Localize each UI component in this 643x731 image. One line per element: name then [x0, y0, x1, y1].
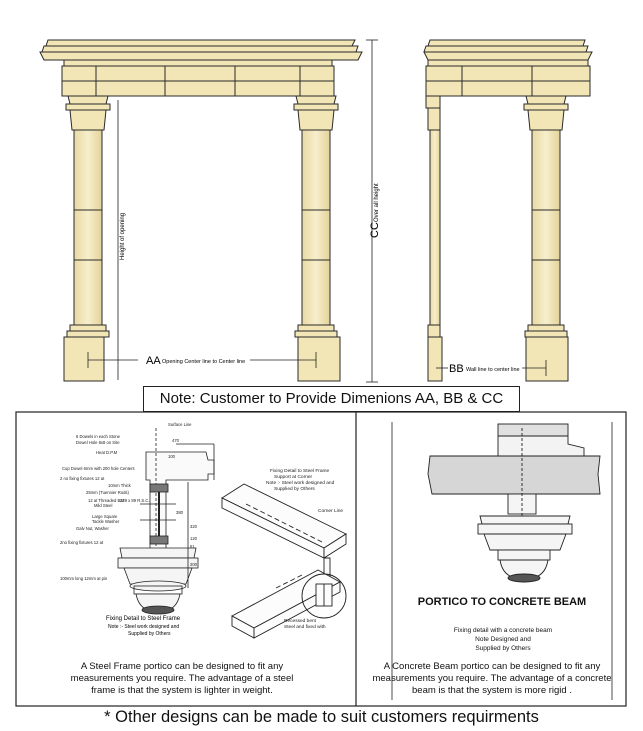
label-fixing-2: 2no fixing fixtures 12 at — [60, 540, 104, 545]
concrete-title: PORTICO TO CONCRETE BEAM — [417, 596, 587, 608]
label-dowels: 6 Dowels in each Stone — [76, 434, 121, 439]
dim-120: 120 — [190, 536, 198, 541]
aa-label: AA — [146, 355, 161, 367]
side-right-column — [523, 95, 569, 382]
dim-470: 470 — [172, 438, 180, 443]
dim-320: 320 — [190, 524, 198, 529]
concrete-desc-line3: beam is that the system is more rigid . — [412, 685, 572, 696]
side-left-column — [425, 95, 443, 382]
fix-note-line2: Supplied by Others — [128, 631, 171, 637]
steel-desc-line2: measurements you require. The advantage … — [70, 673, 294, 684]
steel-labels: Surface Line 6 Dowels in each Stone Dowe… — [60, 422, 198, 581]
side-elevation — [423, 39, 593, 382]
bracket-label-1: Recessed bent — [284, 618, 317, 624]
corner-note-1: Note :- Steel work designed and — [266, 480, 335, 486]
steel-description: A Steel Frame portico can be designed to… — [34, 661, 330, 697]
footer-note: * Other designs can be made to suit cust… — [104, 708, 539, 726]
concrete-desc-line2: measurements you require. The advantage … — [372, 673, 612, 684]
label-large-square: Large Square — [92, 514, 118, 519]
detail-panels: Surface Line 6 Dowels in each Stone Dowe… — [15, 411, 627, 707]
bb-label: BB — [449, 363, 464, 375]
label-dpm: Heat D.P.M — [96, 450, 118, 455]
label-surface-line: Surface Line — [168, 422, 192, 427]
label-galv-nut: Galv Nut, Washer — [76, 526, 109, 531]
concrete-caption-line2: Note Designed and — [475, 636, 531, 643]
aa-text: Opening Center line to Center line — [162, 359, 245, 365]
dim-380: 380 — [176, 510, 184, 515]
elevation-drawings: AA Opening Center line to Center line He… — [39, 39, 593, 383]
height-opening-label: Height of opening — [120, 213, 126, 260]
concrete-description: A Concrete Beam portico can be designed … — [362, 661, 622, 697]
bracket-label-2: Steel and fixed with — [284, 624, 326, 630]
steel-desc-line1: A Steel Frame portico can be designed to… — [80, 661, 284, 672]
label-25mm: 25mm (Tuennier Rods) — [86, 490, 130, 495]
concrete-caption-line1: Fixing detail with a concrete beam — [453, 627, 553, 634]
label-threaded-bar: 12 at Threaded Bar — [88, 498, 125, 503]
concrete-caption: Fixing detail with a concrete beam Note … — [408, 626, 598, 653]
right-column — [293, 95, 341, 382]
concrete-beam-detail — [427, 423, 601, 583]
bb-text: Wall line to center line — [466, 367, 520, 373]
label-fixing-1: 2 no fixing fixtures 12 at — [60, 476, 105, 481]
label-10mm: 10mm Thick — [108, 483, 132, 488]
side-dimensions — [436, 360, 547, 376]
cc-text: Over all height — [374, 183, 380, 222]
label-dowel-hole: Dowel Hole 8x8 on Site — [76, 440, 120, 445]
corner-labels: Fixing Detail to Steel Frame Support at … — [266, 468, 343, 630]
label-pin: 100mm long 12mm at pin — [60, 576, 108, 581]
label-tackle-washer: Tackle Washer — [92, 519, 120, 524]
front-elevation — [39, 39, 363, 382]
corner-steel-frame — [221, 483, 347, 639]
front-dimensions — [87, 39, 378, 383]
steel-section-detail — [117, 428, 215, 615]
label-cup-dowel: Cup Dowel 6mm with 200 hole Centers — [62, 466, 135, 471]
cc-label: CC — [369, 222, 381, 238]
corner-note-2: Supplied by Others — [274, 486, 315, 492]
cornice-front — [45, 39, 356, 47]
label-mild-steel: Mild Steel — [94, 503, 112, 508]
corner-line-label: Corner Line — [318, 508, 343, 514]
steel-desc-line3: frame is that the system is lighter in w… — [91, 685, 273, 696]
left-column — [63, 95, 111, 382]
dim-rsc: 229 x 89 R.S.C. — [120, 498, 150, 503]
dim-100: 100 — [168, 454, 176, 459]
fix-title: Fixing Detail to Steel Frame — [106, 616, 181, 622]
dim-200: 200 — [190, 562, 198, 567]
concrete-caption-line3: Supplied by Others — [475, 645, 531, 652]
corner-title-2: Support at Corner — [274, 474, 313, 480]
dim-51: 51 — [190, 544, 195, 549]
fix-note-line1: Note :- Steel work designed and — [108, 624, 179, 630]
concrete-desc-line1: A Concrete Beam portico can be designed … — [383, 661, 601, 672]
corner-title-1: Fixing Detail to Steel Frame — [270, 468, 330, 474]
note-banner: Note: Customer to Provide Dimenions AA, … — [143, 386, 520, 412]
